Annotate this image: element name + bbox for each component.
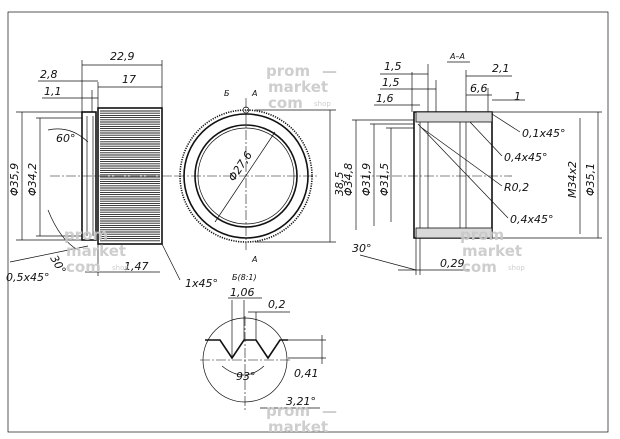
section-label-a-top: А <box>251 89 257 98</box>
dim-bottom: 0,29 <box>440 257 465 270</box>
dim-step-bottom: 1,47 <box>124 260 149 273</box>
svg-text:market: market <box>268 418 328 436</box>
dim-chamfer-2: 0,4x45° <box>504 151 548 164</box>
dim-top-1: 1 <box>514 90 521 103</box>
dim-pitch: 1,06 <box>230 286 255 299</box>
watermark-right: prom market com shop <box>460 226 525 276</box>
dim-radius: R0,2 <box>504 181 529 194</box>
svg-text:market: market <box>462 242 522 260</box>
front-view: Б А А Φ27,6 38,5 <box>175 89 346 264</box>
dim-chamfer-1: 0,1x45° <box>522 127 566 140</box>
svg-text:—: — <box>322 62 337 80</box>
dim-top-1-5a: 1,5 <box>384 60 402 73</box>
dim-chamfer-3: 0,4x45° <box>510 213 554 226</box>
dim-inner-dia: Φ34,2 <box>26 163 39 196</box>
svg-text:market: market <box>66 242 126 260</box>
dim-knurl-length: 17 <box>122 73 136 86</box>
left-view: 22,9 17 2,8 1,1 Φ35,9 Φ34,2 60° 30° 0,5x… <box>6 50 218 290</box>
dim-overall-length: 22,9 <box>110 50 135 63</box>
dim-front-inner-dia: Φ27,6 <box>226 149 255 184</box>
dim-chamfer-left: 0,5x45° <box>6 271 50 284</box>
dim-detail-radius: 3,21° <box>286 395 316 408</box>
dim-front-outer: 38,5 <box>333 172 346 197</box>
svg-text:—: — <box>322 402 337 420</box>
dim-top-6-6: 6,6 <box>470 82 488 95</box>
drawing-frame <box>7 11 609 433</box>
dim-chamfer-right: 1x45° <box>185 277 218 290</box>
dim-top-2-1: 2,1 <box>492 62 510 75</box>
dim-dia-34-8: Φ34,8 <box>342 163 355 196</box>
dim-offset-small: 1,1 <box>44 85 62 98</box>
svg-text:shop: shop <box>112 264 129 272</box>
knurl-pattern <box>100 110 160 242</box>
section-view: А–А <box>342 52 602 275</box>
section-label-a-bottom: А <box>251 255 257 264</box>
dim-tip: 0,2 <box>268 298 286 311</box>
svg-text:com: com <box>462 258 497 276</box>
dim-angle: 30° <box>352 242 372 255</box>
dim-dia-31-5: Φ31,5 <box>378 163 391 196</box>
detail-view: Б(8:1) 1,06 0,2 93° 0,41 3,21° <box>200 273 326 410</box>
svg-text:com: com <box>268 94 303 112</box>
svg-text:market: market <box>268 78 328 96</box>
svg-text:shop: shop <box>314 100 331 108</box>
section-title: А–А <box>449 52 465 61</box>
watermark-bottom: prom — market <box>266 402 337 436</box>
dim-thread: M34x2 <box>566 161 579 198</box>
svg-text:prom: prom <box>266 62 310 80</box>
svg-text:shop: shop <box>508 264 525 272</box>
dim-detail-angle: 93° <box>236 370 256 383</box>
watermark-left: prom market com shop <box>64 226 129 276</box>
section-label-b: Б <box>224 89 230 98</box>
dim-dia-31-9: Φ31,9 <box>360 163 373 196</box>
svg-text:com: com <box>66 258 101 276</box>
svg-text:prom: prom <box>64 226 108 244</box>
watermark-top: prom — market com shop <box>266 62 337 112</box>
dim-top-1-6: 1,6 <box>376 92 394 105</box>
dim-offset-top: 2,8 <box>40 68 58 81</box>
detail-title: Б(8:1) <box>232 273 257 282</box>
svg-text:prom: prom <box>266 402 310 420</box>
svg-text:prom: prom <box>460 226 504 244</box>
dim-angle-top: 60° <box>56 132 76 145</box>
dim-top-1-5b: 1,5 <box>382 76 400 89</box>
dim-depth: 0,41 <box>294 367 319 380</box>
dim-dia-35-1: Φ35,1 <box>584 163 597 196</box>
dim-outer-dia: Φ35,9 <box>8 163 21 196</box>
